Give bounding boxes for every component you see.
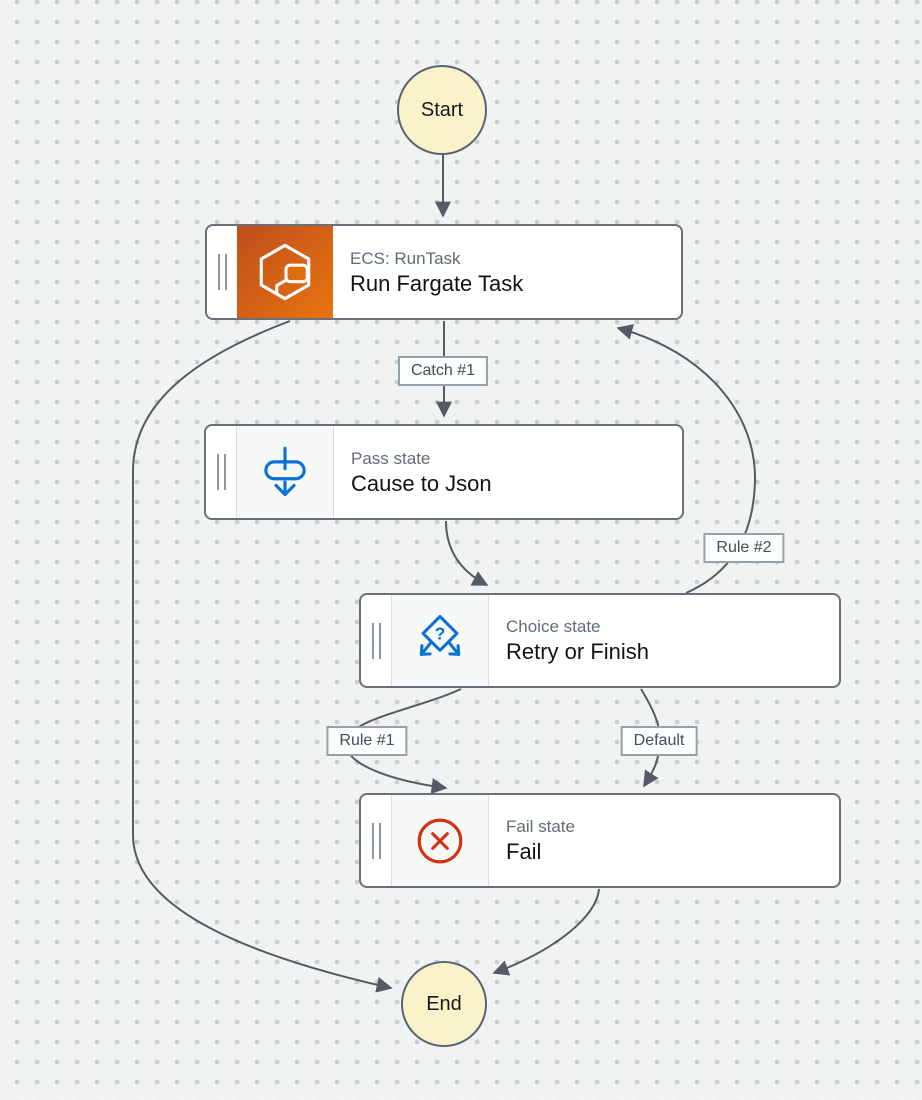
edge-label-catch-1: Catch #1 xyxy=(397,356,489,386)
fail-state-icon xyxy=(391,795,489,886)
drag-handle[interactable] xyxy=(206,426,236,518)
choice-state-icon: ? xyxy=(391,595,489,686)
drag-handle[interactable] xyxy=(207,226,237,318)
state-name: Retry or Finish xyxy=(506,639,650,664)
edge-rule2-choice-to-runtask xyxy=(616,324,757,594)
edge-fail-to-end xyxy=(492,888,600,976)
end-node: End xyxy=(401,961,487,1047)
drag-handle-icon xyxy=(371,822,381,859)
state-name: Fail xyxy=(506,839,542,864)
edge-label-rule-2: Rule #2 xyxy=(703,533,785,563)
state-name: Run Fargate Task xyxy=(350,270,524,296)
drag-handle-icon xyxy=(216,454,226,490)
state-name: Cause to Json xyxy=(351,470,492,496)
state-node-run-fargate-task[interactable]: ECS: RunTask Run Fargate Task xyxy=(205,224,683,320)
question-mark-glyph: ? xyxy=(435,623,446,643)
state-node-fail[interactable]: Fail state Fail xyxy=(359,793,841,888)
end-label: End xyxy=(426,992,462,1015)
drag-handle-icon xyxy=(217,254,227,290)
state-type-label: Fail state xyxy=(506,817,575,836)
state-node-cause-to-json[interactable]: Pass state Cause to Json xyxy=(204,424,684,520)
edge-pass-to-choice xyxy=(445,520,489,586)
edge-runtask-to-end xyxy=(132,320,393,993)
state-type-label: ECS: RunTask xyxy=(350,248,461,268)
edge-label-rule-1: Rule #1 xyxy=(326,726,408,756)
drag-handle[interactable] xyxy=(361,595,391,686)
edge-label-default: Default xyxy=(620,726,698,756)
state-node-retry-or-finish[interactable]: ? Choice state Retry or Finish xyxy=(359,593,841,688)
state-type-label: Choice state xyxy=(506,617,601,636)
pass-state-icon xyxy=(236,426,334,518)
start-node: Start xyxy=(397,65,487,155)
ecs-task-icon xyxy=(237,226,333,318)
drag-handle[interactable] xyxy=(361,795,391,886)
drag-handle-icon xyxy=(371,622,381,659)
start-label: Start xyxy=(420,98,464,121)
state-type-label: Pass state xyxy=(351,448,431,468)
